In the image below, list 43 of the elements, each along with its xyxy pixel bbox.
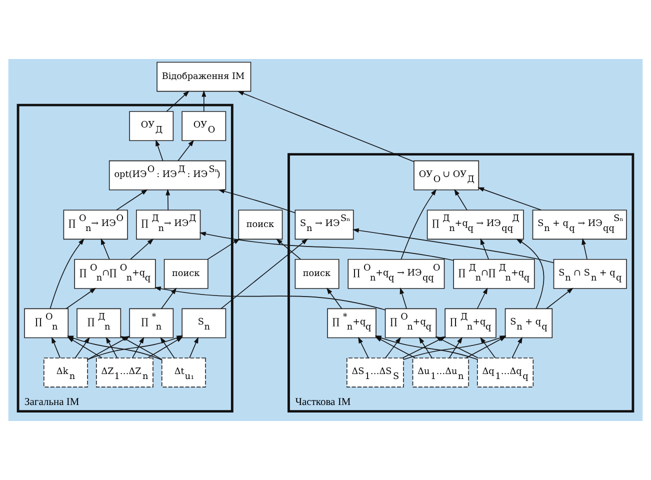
arrow [454, 189, 468, 210]
arrow [582, 238, 588, 260]
arrow [480, 336, 496, 358]
arrow [178, 140, 194, 162]
arrow [218, 189, 296, 214]
arrow [189, 336, 198, 358]
arrow [448, 336, 462, 358]
arrow [147, 336, 183, 358]
arrow [400, 288, 407, 310]
arrow [546, 288, 574, 310]
arrow [166, 188, 170, 210]
arrow [199, 232, 454, 261]
node-box: поиск [238, 210, 283, 240]
arrow [166, 90, 190, 112]
arrow [385, 336, 402, 358]
node-box: поиск [164, 259, 208, 289]
arrow [326, 288, 342, 310]
arrow [132, 336, 144, 358]
arrow [202, 90, 206, 112]
arrow [220, 238, 308, 309]
arrow [276, 238, 302, 260]
arrow [352, 228, 554, 264]
node-box: Відображення ІМ [156, 62, 252, 92]
arrow [50, 238, 84, 310]
arrow [480, 238, 489, 260]
arrow [106, 336, 118, 358]
arrow [160, 336, 175, 358]
arrow [207, 238, 240, 260]
arrow [358, 336, 369, 358]
arrow [478, 187, 542, 210]
arrow [52, 336, 61, 358]
arrow [512, 336, 522, 358]
arrow [476, 288, 488, 310]
arrow [66, 288, 96, 310]
arrow [130, 238, 154, 260]
arrow [156, 140, 164, 162]
node-box: поиск [294, 259, 340, 289]
arrow [100, 238, 110, 260]
arrow [237, 90, 414, 162]
arrow [116, 189, 148, 210]
arrow [516, 238, 544, 310]
arrow [418, 336, 432, 358]
arrow [400, 188, 437, 260]
